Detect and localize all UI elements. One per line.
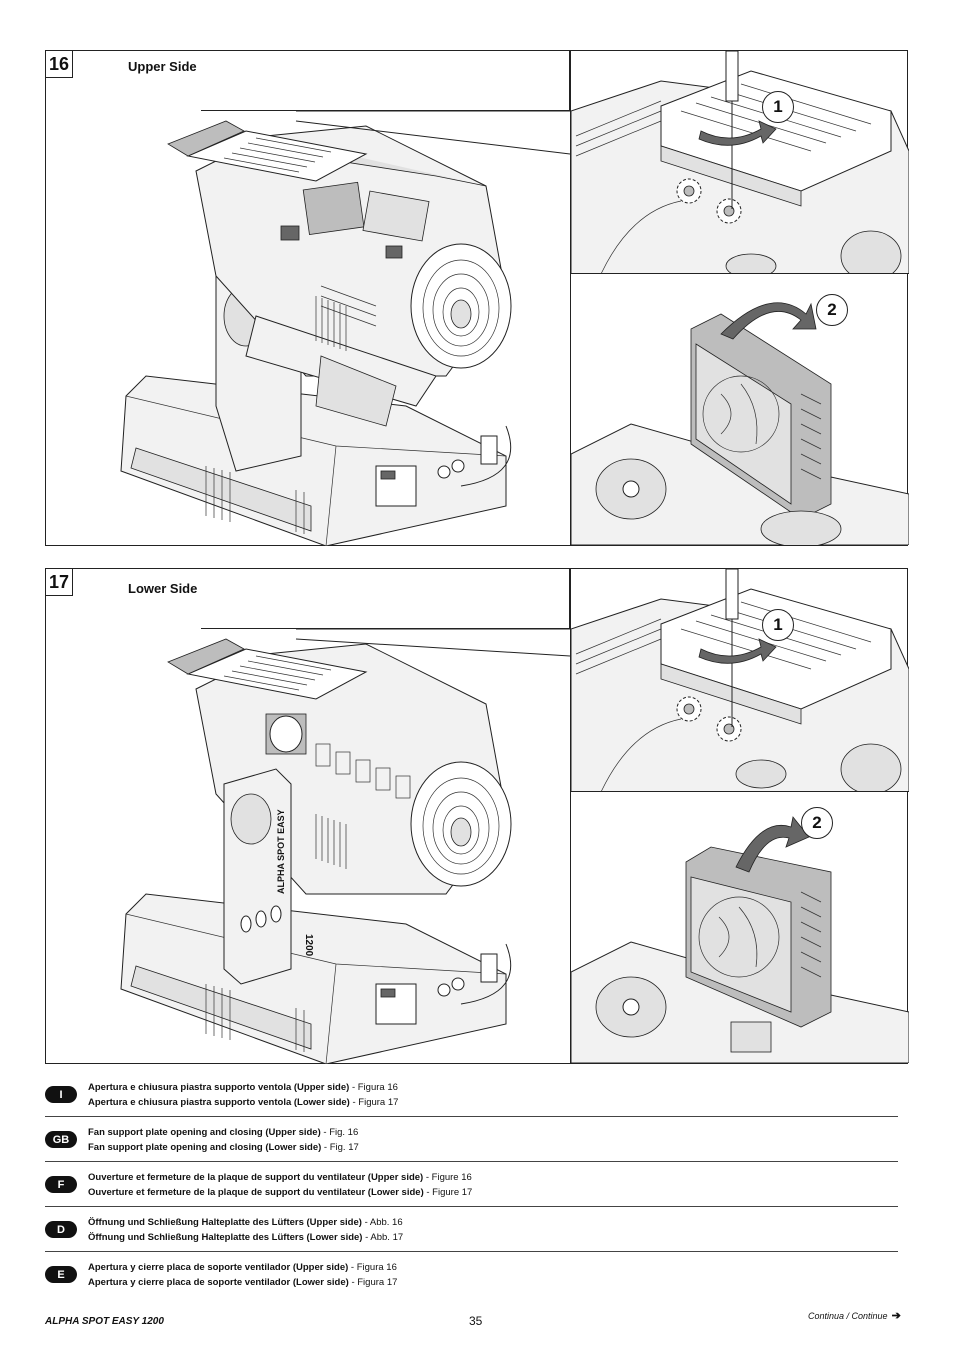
caption-row: F Ouverture et fermeture de la plaque de… — [45, 1162, 898, 1207]
page-number: 35 — [469, 1314, 483, 1328]
figure-number: 17 — [46, 569, 73, 596]
caption-line: Apertura e chiusura piastra supporto ven… — [88, 1082, 398, 1093]
step-2-marker: 2 — [816, 294, 848, 326]
caption-line: Fan support plate opening and closing (L… — [88, 1142, 359, 1153]
detail-unscrew: 1 — [571, 51, 909, 274]
caption-line: Ouverture et fermeture de la plaque de s… — [88, 1172, 472, 1183]
step-1-marker: 1 — [762, 609, 794, 641]
caption-line: Ouverture et fermeture de la plaque de s… — [88, 1187, 473, 1198]
language-badge: F — [45, 1176, 77, 1193]
caption-line: Apertura y cierre placa de soporte venti… — [88, 1277, 398, 1288]
leader-lines — [295, 110, 571, 155]
footer-product-name: ALPHA SPOT EASY 1200 — [45, 1316, 164, 1327]
caption-line: Apertura y cierre placa de soporte venti… — [88, 1262, 397, 1273]
caption-line: Fan support plate opening and closing (U… — [88, 1127, 359, 1138]
right-arrow-icon: ➔ — [891, 1310, 901, 1322]
arm-brand-text: ALPHA SPOT EASY — [276, 809, 286, 894]
caption-row: D Öffnung und Schließung Halteplatte des… — [45, 1207, 898, 1252]
caption-row: GB Fan support plate opening and closing… — [45, 1117, 898, 1162]
arm-model-text: 1200 — [303, 934, 314, 957]
multilingual-captions: I Apertura e chiusura piastra supporto v… — [45, 1072, 898, 1296]
figure-number: 16 — [46, 51, 73, 78]
caption-row: I Apertura e chiusura piastra supporto v… — [45, 1072, 898, 1117]
continue-label: Continua / Continue — [808, 1311, 888, 1321]
side-label: Lower Side — [128, 581, 198, 596]
step-2-marker: 2 — [801, 807, 833, 839]
language-badge: GB — [45, 1131, 77, 1148]
moving-head-illustration — [120, 120, 512, 546]
continue-link[interactable]: Continua / Continue➔ — [808, 1309, 901, 1322]
moving-head-illustration: ALPHA SPOT EASY 1200 — [120, 638, 512, 1064]
side-label: Upper Side — [128, 59, 197, 74]
leader-lines — [295, 628, 571, 657]
detail-panels: 1 2 — [570, 569, 909, 1063]
caption-line: Öffnung und Schließung Halteplatte des L… — [88, 1217, 403, 1228]
step-1-marker: 1 — [762, 91, 794, 123]
figure-16: 16 Upper Side — [45, 50, 909, 546]
language-badge: D — [45, 1221, 77, 1238]
detail-lift-plate: 2 — [571, 792, 909, 1063]
caption-line: Öffnung und Schließung Halteplatte des L… — [88, 1232, 404, 1243]
detail-unscrew: 1 — [571, 569, 909, 792]
caption-line: Apertura e chiusura piastra supporto ven… — [88, 1097, 399, 1108]
detail-panels: 1 2 — [570, 51, 909, 545]
language-badge: I — [45, 1086, 77, 1103]
caption-row: E Apertura y cierre placa de soporte ven… — [45, 1252, 898, 1296]
language-badge: E — [45, 1266, 77, 1283]
detail-lift-plate: 2 — [571, 274, 909, 545]
figure-17: 17 Lower Side — [45, 568, 909, 1064]
